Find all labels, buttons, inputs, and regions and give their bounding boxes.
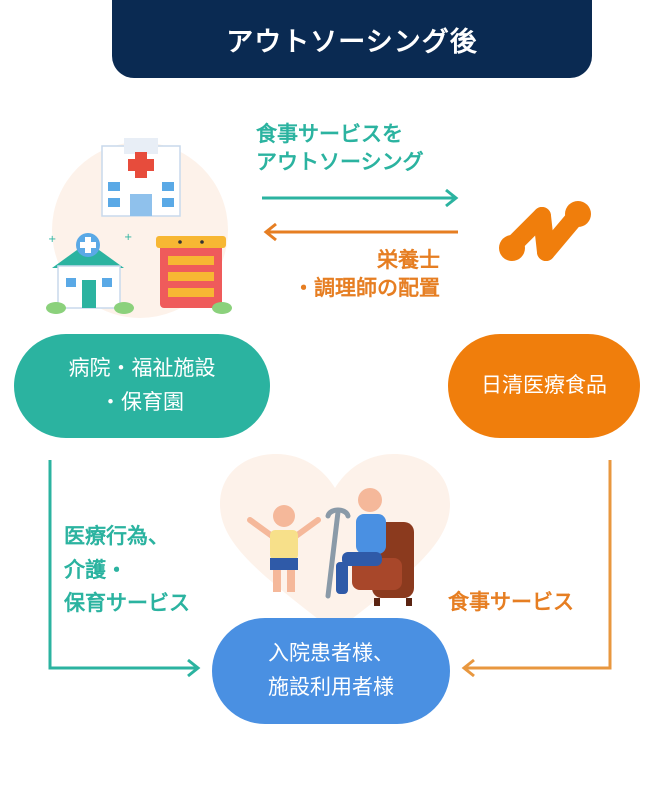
- meal-service-line1: 食事サービス: [448, 588, 574, 616]
- meal-service-label: 食事サービス: [448, 588, 574, 616]
- staff-placement-line1: 栄養士: [270, 246, 440, 274]
- care-services-label: 医療行為、 介護・ 保育サービス: [64, 520, 190, 621]
- recipients-node: 入院患者様、 施設利用者様: [212, 618, 450, 724]
- recipients-node-line2: 施設利用者様: [268, 671, 394, 705]
- arrow-to-company: [262, 188, 462, 208]
- company-node-label: 日清医療食品: [481, 369, 607, 403]
- heart-icon: [220, 454, 450, 634]
- care-services-line1: 医療行為、: [64, 520, 190, 554]
- facility-node-line1: 病院・福祉施設: [69, 352, 216, 386]
- outsourcing-label: 食事サービスを アウトソーシング: [256, 120, 424, 177]
- page-title: アウトソーシング後: [112, 0, 592, 78]
- care-services-line3: 保育サービス: [64, 587, 190, 621]
- hospital-icon: [102, 138, 180, 216]
- staff-placement-line2: ・調理師の配置: [270, 274, 440, 302]
- outsourcing-label-line2: アウトソーシング: [256, 148, 424, 176]
- recipients-node-line1: 入院患者様、: [268, 637, 394, 671]
- svg-text:+: +: [48, 234, 56, 245]
- company-logo-icon: [494, 190, 598, 274]
- outsourcing-label-line1: 食事サービスを: [256, 120, 424, 148]
- svg-text:+: +: [124, 232, 132, 243]
- company-node: 日清医療食品: [448, 334, 640, 438]
- staff-placement-label: 栄養士 ・調理師の配置: [270, 246, 440, 303]
- facility-node-line2: ・保育園: [69, 386, 216, 420]
- arrow-company-to-recipients: [456, 456, 622, 676]
- facility-illustration: + +: [40, 130, 240, 330]
- care-services-line2: 介護・: [64, 554, 190, 588]
- arrow-to-facility: [262, 222, 462, 242]
- facility-node: 病院・福祉施設 ・保育園: [14, 334, 270, 438]
- nursery-building-icon: [156, 236, 232, 314]
